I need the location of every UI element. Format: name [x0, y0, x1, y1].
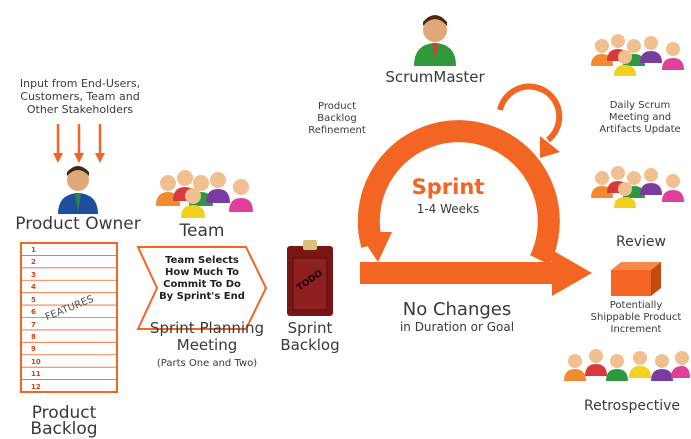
refinement-label: Product Backlog Refinement [302, 101, 372, 137]
planning-line-1: Team Selects [165, 255, 239, 266]
product-owner-label: Product Owner [15, 214, 141, 234]
no-changes-line-1: No Changes [402, 299, 512, 320]
product-backlog-label: Product Backlog [24, 403, 104, 439]
increment-box-icon [611, 262, 661, 296]
team-label: Team [179, 221, 225, 241]
backlog-row-number: 6 [31, 308, 36, 317]
retrospective-label: Retrospective [584, 398, 680, 414]
sprint-backlog-line-2: Backlog [280, 336, 340, 354]
backlog-row-number: 5 [31, 295, 36, 304]
review-team-icon [591, 166, 684, 208]
sprint-backlog-line-1: Sprint [287, 319, 333, 337]
sprint-backlog-board-icon [287, 240, 333, 316]
input-line-2: Customers, Team and [20, 90, 140, 103]
increment-line-2: Shippable Product [590, 312, 682, 323]
daily-scrum-team-icon [591, 34, 684, 76]
review-label: Review [616, 234, 666, 250]
backlog-row-number: 12 [31, 382, 41, 391]
sprint-planning-label: Sprint Planning Meeting (Parts One and T… [136, 320, 278, 370]
product-backlog-list [20, 242, 118, 393]
no-changes-line-2: in Duration or Goal [399, 320, 515, 334]
backlog-row-number: 8 [31, 332, 36, 341]
input-line-3: Other Stakeholders [26, 103, 134, 116]
team-icon [156, 170, 253, 218]
backlog-row-number: 9 [31, 345, 36, 354]
input-line-1: Input from End-Users, [19, 77, 141, 90]
backlog-row-number: 7 [31, 320, 36, 329]
backlog-row-number: 11 [31, 370, 41, 379]
planning-chevron [136, 246, 268, 330]
daily-line-1: Daily Scrum [609, 100, 671, 111]
planning-line-4: By Sprint's End [159, 291, 245, 302]
backlog-row-number: 1 [31, 246, 36, 254]
sprint-title: Sprint [411, 175, 485, 199]
daily-line-2: Meeting and [608, 112, 672, 123]
sprint-planning-line-3: (Parts One and Two) [156, 358, 258, 369]
increment-line-1: Potentially [609, 300, 663, 311]
daily-line-3: Artifacts Update [599, 124, 681, 135]
sprint-duration: 1-4 Weeks [416, 202, 480, 216]
planning-chevron-text: Team Selects How Much To Commit To Do By… [148, 255, 256, 303]
backlog-row-number: 2 [31, 258, 36, 267]
increment-label: Potentially Shippable Product Increment [582, 300, 690, 336]
backlog-row-number: 3 [31, 270, 36, 279]
sprint-backlog-label: Sprint Backlog [280, 320, 340, 354]
scrum-master-label: ScrumMaster [385, 68, 485, 86]
product-backlog-line-1: Product [31, 403, 97, 423]
retrospective-team-icon [564, 349, 690, 381]
planning-line-3: Commit To Do [163, 279, 241, 290]
increment-line-3: Increment [610, 324, 662, 335]
sprint-planning-line-1: Sprint Planning [149, 319, 265, 337]
sprint-cycle [357, 83, 592, 296]
sprint-planning-line-2: Meeting [176, 336, 238, 354]
scrum-master-icon [414, 15, 456, 66]
backlog-row-number: 10 [31, 357, 41, 366]
backlog-row-number: 4 [31, 283, 36, 292]
refinement-line-1: Product [318, 101, 356, 112]
input-arrows [53, 124, 105, 163]
refinement-line-2: Backlog [317, 113, 357, 124]
no-changes-label: No Changes in Duration or Goal [372, 299, 542, 335]
product-owner-icon [58, 166, 98, 214]
refinement-line-3: Refinement [308, 125, 366, 136]
stakeholder-input-label: Input from End-Users, Customers, Team an… [10, 77, 150, 116]
product-backlog-line-2: Backlog [30, 419, 98, 439]
planning-line-2: How Much To [165, 267, 239, 278]
daily-scrum-label: Daily Scrum Meeting and Artifacts Update [590, 100, 690, 136]
